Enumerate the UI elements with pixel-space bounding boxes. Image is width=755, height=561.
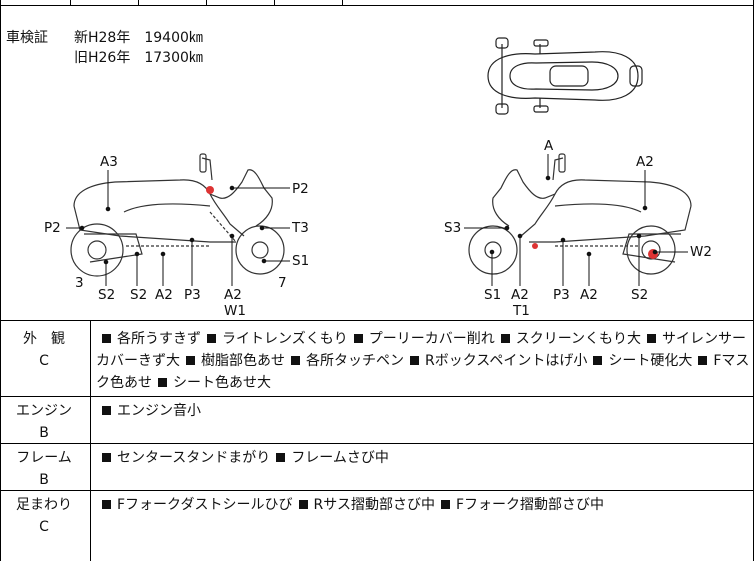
condition-name-suspension: 足まわり (16, 497, 72, 513)
callout-leader-lines (66, 154, 688, 286)
scooter-left-side-view-icon (70, 153, 285, 277)
condition-grade-suspension: C (39, 519, 49, 535)
condition-item: 各所タッチペン (306, 353, 404, 369)
condition-item: Fフォークダストシールひび (117, 497, 293, 513)
bullet-square-icon (102, 453, 111, 462)
callout-label: S2 (98, 287, 116, 303)
table-left-border (0, 0, 1, 561)
callout-label: A3 (100, 154, 118, 170)
scooter-right-side-view-icon (468, 153, 692, 275)
condition-items-frame: センタースタンドまがり フレームさび中 (96, 447, 751, 469)
condition-item: スクリーンくもり大 (515, 331, 642, 347)
callout-label: S3 (444, 220, 462, 236)
registration-old-line: 旧H26年 17300㎞ (74, 50, 203, 66)
callout-label: A2 (580, 287, 598, 303)
callout-label: P3 (184, 287, 201, 303)
callout-label: W1 (224, 303, 246, 319)
callout-label: S1 (292, 253, 310, 269)
condition-item: エンジン音小 (117, 403, 201, 419)
callout-label: 7 (278, 275, 287, 291)
callout-label: S2 (631, 287, 649, 303)
cut-cell-divider (342, 0, 343, 5)
callout-label: T1 (513, 303, 530, 319)
registration-new-line: 新H28年 19400㎞ (74, 30, 203, 46)
condition-name-frame: フレーム (16, 450, 72, 466)
callout-label: A (544, 138, 554, 154)
condition-items-exterior: 各所うすきず ライトレンズくもり プーリーカバー削れ スクリーンくもり大サイレンサーカ… (96, 328, 751, 394)
condition-grade-frame: B (39, 472, 49, 488)
cut-cell-divider (70, 0, 71, 5)
bullet-square-icon (102, 500, 111, 509)
condition-item: シート色あせ大 (173, 375, 271, 391)
bullet-square-icon (353, 334, 363, 343)
condition-items-suspension: Fフォークダストシールひび Rサス摺動部さび中 Fフォーク摺動部さび中 (96, 494, 751, 516)
callout-label: A2 (511, 287, 529, 303)
condition-item: Fマスク色あせ (96, 353, 750, 391)
bullet-square-icon (593, 356, 603, 365)
condition-item: サイレンサーカバーきず大 (96, 331, 747, 369)
condition-name-exterior: 外 観 (23, 331, 65, 347)
callout-label: A2 (224, 287, 242, 303)
callout-label: S2 (130, 287, 148, 303)
callout-label: P2 (44, 220, 61, 236)
condition-item: 各所うすきず (117, 331, 201, 347)
bullet-square-icon (298, 500, 308, 509)
condition-grade-engine: B (39, 425, 49, 441)
bullet-square-icon (102, 406, 111, 415)
condition-name-engine: エンジン (16, 403, 72, 419)
callout-label: S1 (484, 287, 502, 303)
table-right-border (753, 0, 754, 561)
bullet-square-icon (276, 453, 286, 462)
callout-label: P3 (553, 287, 570, 303)
bullet-square-icon (102, 334, 111, 343)
label-column-divider (90, 320, 91, 561)
bullet-square-icon (158, 378, 167, 387)
cut-cell-divider (274, 0, 275, 5)
condition-item: Rサス摺動部さび中 (313, 497, 435, 513)
condition-item: プーリーカバー削れ (368, 331, 495, 347)
callout-label: T3 (292, 220, 309, 236)
bullet-square-icon (698, 356, 708, 365)
condition-grade-exterior: C (39, 353, 49, 369)
row-divider (0, 490, 754, 491)
callout-label: 3 (75, 275, 84, 291)
callout-label: A2 (155, 287, 173, 303)
diagram-bottom-border (0, 320, 754, 321)
scooter-top-view-icon (487, 37, 643, 115)
condition-item: シート硬化大 (608, 353, 693, 369)
callout-label: A2 (636, 154, 654, 170)
cut-cell-divider (206, 0, 207, 5)
bullet-square-icon (440, 500, 450, 509)
row-divider (0, 443, 754, 444)
registration-label: 車検証 (6, 30, 48, 46)
condition-item: Rボックスペイントはげ小 (425, 353, 588, 369)
bullet-square-icon (410, 356, 419, 365)
row-divider (0, 396, 754, 397)
bullet-square-icon (647, 334, 657, 343)
condition-item: 樹脂部色あせ (201, 353, 285, 369)
bullet-square-icon (207, 334, 216, 343)
condition-item: センタースタンドまがり (117, 450, 271, 466)
top-row-border (0, 5, 754, 6)
bullet-square-icon (500, 334, 510, 343)
cut-cell-divider (138, 0, 139, 5)
condition-item: ライトレンズくもり (222, 331, 348, 347)
condition-item: フレームさび中 (291, 450, 389, 466)
bullet-square-icon (186, 356, 195, 365)
bullet-square-icon (291, 356, 300, 365)
condition-items-engine: エンジン音小 (96, 400, 751, 422)
callout-label: P2 (292, 181, 309, 197)
callout-label: W2 (690, 244, 712, 260)
condition-item: Fフォーク摺動部さび中 (455, 497, 605, 513)
